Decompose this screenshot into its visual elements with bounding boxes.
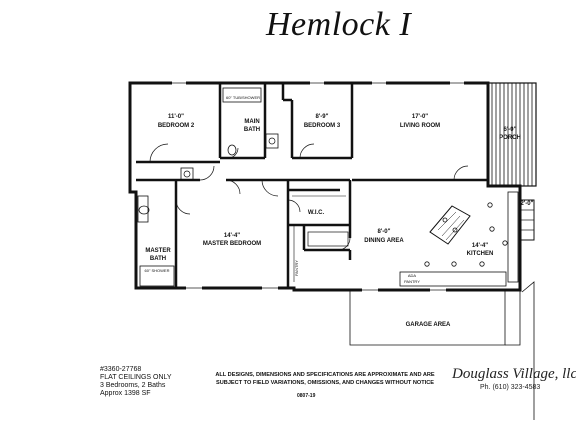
bed-bath-note: 3 Bedrooms, 2 Baths (100, 382, 166, 389)
main-bath-label1: MAIN (244, 119, 259, 125)
main-bath-label2: BATH (244, 127, 260, 133)
wic-label: W.I.C. (308, 210, 325, 216)
master-bedroom-dim: 14'-4" (224, 233, 240, 239)
garage-label: GARAGE AREA (406, 322, 451, 328)
plan-title: Hemlock I (266, 6, 412, 43)
door-swings (149, 143, 469, 251)
porch-dim: 6'-0" (504, 127, 517, 133)
company-name: Douglass Village, llc (452, 366, 576, 382)
plan-notes: #3360-27768 FLAT CEILINGS ONLY 3 Bedroom… (100, 366, 172, 398)
porch-label: PORCH (499, 135, 521, 141)
living-dim: 17'-0" (412, 114, 428, 120)
tub-shower-label: 60" TUB/SHOWER (226, 95, 260, 100)
master-shower (139, 265, 175, 287)
bedroom2-label: BEDROOM 2 (158, 123, 195, 129)
living-label: LIVING ROOM (400, 123, 440, 129)
dining-label: DINING AREA (364, 238, 404, 244)
garage-outline (349, 290, 506, 346)
kitchen-island (429, 205, 471, 245)
ada-pantry-label2: PANTRY (404, 279, 420, 284)
interior-walls (136, 83, 488, 288)
square-footage: Approx 1398 SF (100, 390, 151, 397)
porch-decking (491, 83, 533, 186)
master-bedroom-label: MASTER BEDROOM (203, 241, 261, 247)
master-bath-label1: MASTER (145, 248, 171, 254)
tub-shower (222, 87, 262, 103)
bedroom3-label: BEDROOM 3 (304, 123, 341, 129)
master-bath-label2: BATH (150, 256, 166, 262)
kitchen-dim: 14'-4" (472, 243, 488, 249)
disclaimer-line1: ALL DESIGNS, DIMENSIONS AND SPECIFICATIO… (215, 372, 435, 378)
ada-pantry-label1: ADA (408, 273, 417, 278)
dining-dim: 8'-0" (378, 229, 391, 235)
drawing-code: 0807-19 (297, 393, 316, 399)
company-phone: Ph. (610) 323-4583 (480, 384, 541, 391)
disclaimer: ALL DESIGNS, DIMENSIONS AND SPECIFICATIO… (200, 371, 450, 387)
kitchen-counter (507, 191, 519, 283)
side-dim-label: 2'-0" (521, 201, 534, 207)
island-hatch (437, 211, 465, 241)
bedroom2-dim: 11'-0" (168, 114, 184, 120)
plan-number: #3360-27768 (100, 366, 142, 373)
master-toilet (138, 205, 150, 215)
pantry-label: PANTRY (294, 260, 299, 276)
kitchen-label: KITCHEN (467, 251, 494, 257)
shower-label: 60" SHOWER (145, 268, 170, 273)
washer-dryer (180, 167, 194, 181)
disclaimer-line2: SUBJECT TO FIELD VARIATIONS, OMISSIONS, … (216, 380, 434, 386)
bedroom3-dim: 8'-9" (316, 114, 329, 120)
main-bath-toilet (227, 144, 237, 156)
window-ticks (172, 82, 464, 291)
ceiling-note: FLAT CEILINGS ONLY (100, 374, 172, 381)
